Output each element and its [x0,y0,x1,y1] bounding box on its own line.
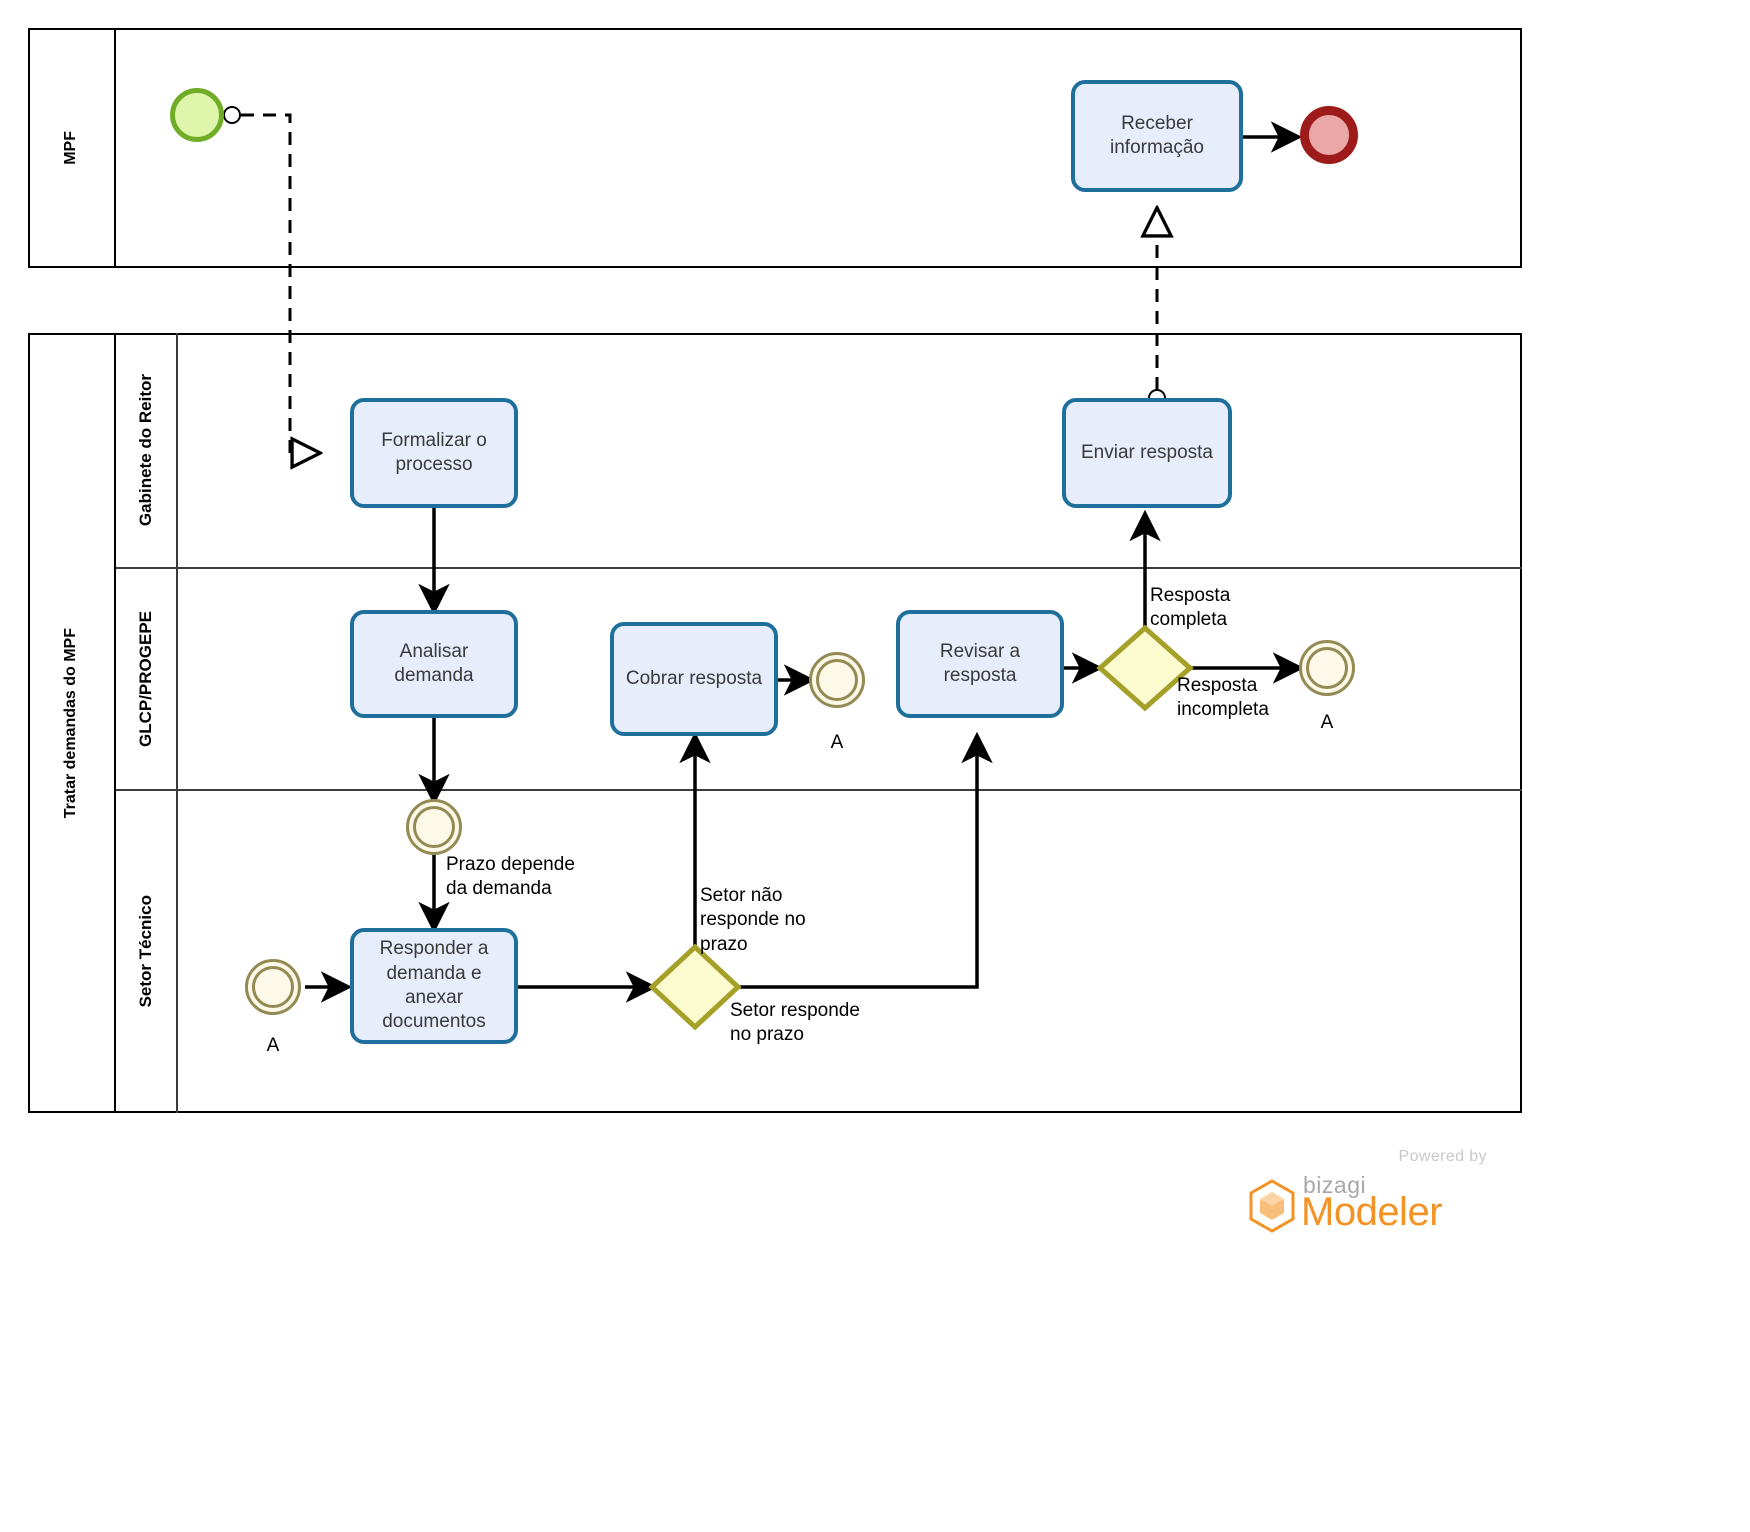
sequence-flow-gateway-to-revisar [738,731,993,989]
link-throw-inner-ring-1 [816,659,858,701]
message-flow-origin-dot [223,106,241,124]
pool-tratar-demandas-header: Tratar demandas do MPF [28,333,116,1113]
task-receber-informacao[interactable]: Receber informação [1071,80,1243,192]
link-throw-label-incompleta: A [1320,712,1334,733]
task-cobrar-resposta[interactable]: Cobrar resposta [610,622,778,736]
gateway-prazo[interactable] [648,943,742,1031]
link-throw-label-cobrar: A [830,732,844,753]
link-throw-event-incompleta[interactable] [1299,640,1355,696]
link-catch-inner-ring [252,966,294,1008]
flow-label-resposta-incompleta: Resposta incompleta [1177,675,1269,721]
link-throw-inner-ring-2 [1306,647,1348,689]
end-event[interactable] [1300,106,1358,164]
timer-inner-ring [413,806,455,848]
task-revisar-resposta[interactable]: Revisar a resposta [896,610,1064,718]
bizagi-modeler-label: Modeler [1301,1190,1443,1234]
start-event[interactable] [170,88,224,142]
message-flow-start-to-formalizar [241,113,318,453]
task-enviar-resposta[interactable]: Enviar resposta [1062,398,1232,508]
link-catch-event-responder[interactable] [245,959,301,1015]
link-catch-label-responder: A [266,1035,280,1056]
flow-label-setor-nao-responde: Setor não responde no prazo [700,885,806,955]
bizagi-watermark: Powered by bizagi Modeler [1245,1148,1495,1248]
powered-by-label: Powered by [1398,1148,1487,1165]
task-formalizar-processo[interactable]: Formalizar o processo [350,398,518,508]
link-throw-event-cobrar[interactable] [809,652,865,708]
gateway-resposta[interactable] [1096,624,1194,712]
task-responder-demanda[interactable]: Responder a demanda e anexar documentos [350,928,518,1044]
task-analisar-demanda[interactable]: Analisar demanda [350,610,518,718]
bizagi-brand-label: bizagi [1303,1172,1367,1198]
lane-divider-1 [116,567,1522,569]
lane-header-glcp: GLCP/PROGEPE [116,568,178,790]
timer-intermediate-event[interactable] [406,799,462,855]
bizagi-logo-icon [1249,1179,1295,1233]
flow-label-setor-responde: Setor responde no prazo [730,1000,860,1046]
flow-label-resposta-completa: Resposta completa [1150,585,1231,631]
flow-label-prazo-demanda: Prazo depende da demanda [446,854,575,900]
lane-divider-2 [116,789,1522,791]
pool-mpf-header: MPF [28,28,116,268]
lane-header-gabinete: Gabinete do Reitor [116,333,178,568]
lane-header-setor: Setor Técnico [116,790,178,1113]
